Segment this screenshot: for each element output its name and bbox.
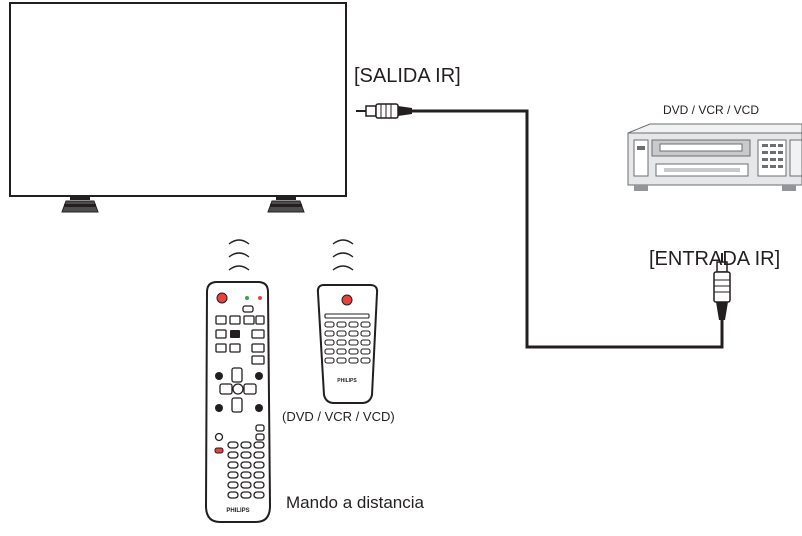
ir-signal-icon (228, 239, 250, 271)
remote-control-icon: PHILIPS (204, 281, 272, 523)
ir-out-label: [SALIDA IR] (354, 65, 461, 87)
player-model-label: DVD / VCR / VCD (663, 103, 760, 117)
ir-cable (412, 109, 724, 349)
ir-signal-icon (332, 239, 354, 271)
ir-in-plug (713, 253, 731, 320)
small-power-button (341, 294, 353, 306)
power-button (216, 292, 228, 304)
small-remote-caption: (DVD / VCR / VCD) (282, 409, 395, 424)
display-foot-right (267, 197, 305, 213)
small-remote-brand: PHILIPS (337, 378, 357, 384)
ir-out-plug (356, 103, 412, 119)
large-remote-brand: PHILIPS (226, 508, 249, 514)
remote-control-icon: PHILIPS (316, 284, 379, 404)
display-foot-left (61, 197, 99, 213)
ir-in-label: [ENTRADA IR] (649, 248, 781, 270)
remote-caption: Mando a distancia (286, 493, 424, 512)
dvd-player-icon (627, 123, 802, 191)
tv-display-icon (9, 2, 347, 213)
